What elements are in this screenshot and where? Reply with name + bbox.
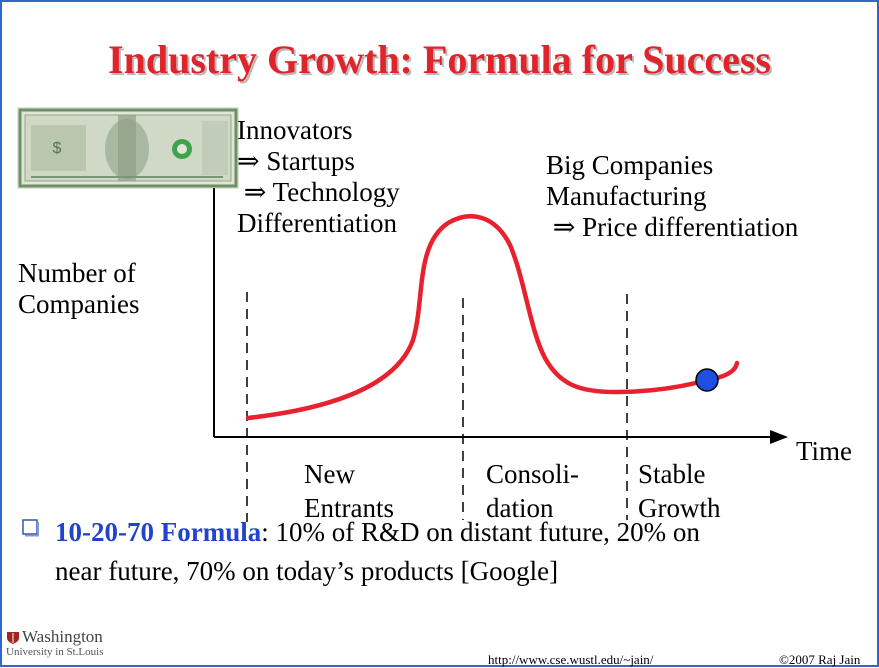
phase-stable-growth: Stable Growth — [638, 457, 721, 525]
innovators-line-2: ⇒ Startups — [237, 146, 355, 176]
phase-1-line-1: New — [304, 459, 355, 489]
formula-text-1: : 10% of R&D on distant future, 20% on — [261, 517, 700, 547]
phase-consolidation: Consoli- dation — [486, 457, 579, 525]
svg-text:$: $ — [53, 140, 62, 157]
slide-title: Industry Growth: Formula for Success — [108, 37, 771, 82]
logo-line-2: University in St.Louis — [6, 646, 104, 658]
phase-2-line-2: dation — [486, 493, 554, 523]
phase-2-line-1: Consoli- — [486, 459, 580, 489]
innovators-note: Innovators ⇒ Startups ⇒ Technology Diffe… — [237, 115, 400, 239]
university-shield-icon — [7, 632, 19, 644]
footer-url: http://www.cse.wustl.edu/~jain/ — [488, 652, 654, 667]
y-axis-label-line-2: Companies — [18, 289, 140, 319]
x-axis-arrowhead — [770, 430, 788, 444]
innovators-line-4: Differentiation — [237, 208, 397, 238]
formula-bullet-text: 10-20-70 Formula: 10% of R&D on distant … — [55, 513, 700, 591]
formula-text-2: near future, 70% on today’s products [Go… — [55, 556, 559, 586]
innovators-line-3: ⇒ Technology — [237, 177, 400, 207]
formula-highlight: 10-20-70 Formula — [55, 517, 262, 547]
x-axis-label: Time — [796, 436, 853, 466]
big-companies-line-3: ⇒ Price differentiation — [546, 212, 799, 242]
y-axis-label: Number of Companies — [18, 258, 140, 320]
dollar-bill-image: $ — [17, 107, 239, 189]
phase-new-entrants: New Entrants — [304, 457, 394, 525]
formula-line-1: 10-20-70 Formula: 10% of R&D on distant … — [55, 513, 700, 552]
big-companies-line-2: Manufacturing — [546, 181, 707, 211]
bullet-square-icon — [22, 519, 39, 537]
growth-curve — [245, 214, 740, 421]
footer-copyright: ©2007 Raj Jain — [779, 652, 861, 667]
innovators-line-1: Innovators — [237, 115, 353, 145]
logo-line-1: Washington — [22, 627, 103, 646]
phase-1-line-2: Entrants — [304, 493, 394, 523]
current-position-marker — [695, 368, 719, 392]
phase-3-line-2: Growth — [638, 493, 721, 523]
phase-3-line-1: Stable — [638, 459, 706, 489]
big-companies-note: Big Companies Manufacturing ⇒ Price diff… — [546, 150, 798, 243]
big-companies-line-1: Big Companies — [546, 150, 714, 180]
y-axis-label-line-1: Number of — [18, 258, 136, 288]
washington-university-logo: Washington University in St.Louis — [6, 628, 156, 664]
